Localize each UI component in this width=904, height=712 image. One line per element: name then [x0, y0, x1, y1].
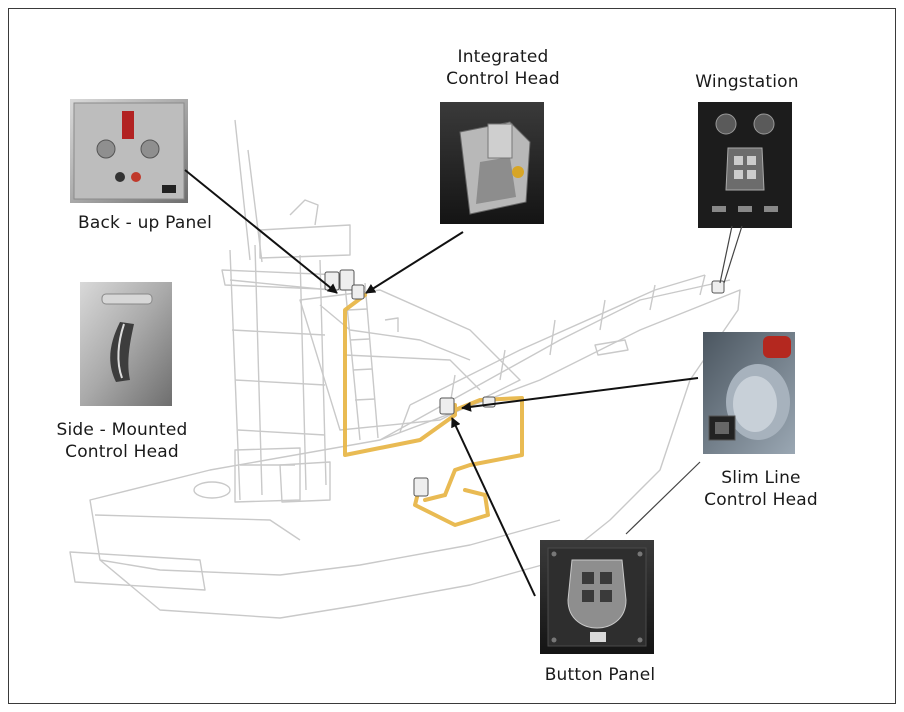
slim-line-label-line1: Slim Line [721, 468, 801, 488]
backup-panel-arrow [184, 169, 338, 294]
side-mounted-control-head-label: Side - Mounted Control Head [32, 419, 212, 463]
flybridge-unit-1 [324, 271, 340, 291]
backup-panel-label: Back - up Panel [60, 212, 230, 234]
slim-line-control-head-image [703, 332, 795, 454]
cockpit-unit [413, 477, 429, 497]
wingstation-leader-1 [719, 225, 733, 284]
flybridge-unit-3 [351, 284, 365, 300]
control-cabling [343, 293, 524, 527]
wingstation-label: Wingstation [672, 71, 822, 93]
integrated-label-line2: Control Head [446, 69, 560, 89]
slim-line-label-line2: Control Head [704, 490, 818, 510]
leader-lines [184, 169, 699, 597]
wingstation-image [698, 102, 792, 228]
wingstation-label-text: Wingstation [695, 72, 799, 92]
slim-line-to-button-panel-leader [625, 461, 701, 535]
wingstation-unit [711, 280, 725, 294]
side-mounted-label-line2: Control Head [65, 442, 179, 462]
flybridge-unit-2 [339, 269, 355, 291]
button-panel-label: Button Panel [520, 664, 680, 686]
side-mounted-control-head-image [80, 282, 172, 406]
thin-leaders [625, 225, 743, 535]
slim-line-arrow [461, 377, 699, 412]
wingstation-leader-2 [723, 225, 743, 284]
backup-panel-label-text: Back - up Panel [77, 213, 213, 233]
integrated-control-head-image [440, 102, 544, 224]
slim-line-control-head-label: Slim Line Control Head [676, 467, 846, 511]
integrated-control-head-arrow [365, 231, 464, 294]
button-panel-label-text: Button Panel [544, 665, 656, 685]
integrated-label-line1: Integrated [457, 47, 549, 67]
button-panel-image [540, 540, 654, 654]
integrated-control-head-label: Integrated Control Head [418, 46, 588, 90]
button-panel-arrow [451, 417, 536, 597]
side-mounted-label-line1: Side - Mounted [56, 420, 188, 440]
backup-panel-image [70, 99, 188, 203]
helm-unit-1 [439, 397, 455, 415]
